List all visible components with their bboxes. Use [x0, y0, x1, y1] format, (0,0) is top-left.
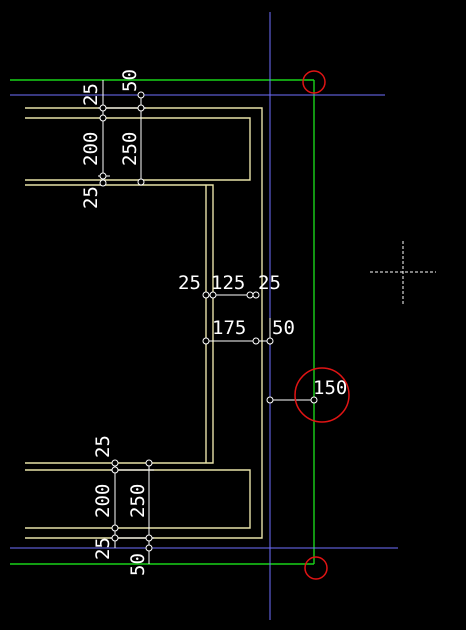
dim-node [310, 396, 318, 404]
center-column [25, 184, 214, 464]
dim-node [252, 337, 260, 345]
dim-label-top-250: 250 [119, 132, 141, 166]
dim-label-bottom-50: 50 [127, 553, 149, 576]
dim-label-mid-125: 125 [211, 272, 245, 294]
dim-node [137, 178, 145, 186]
dim-label-top-50: 50 [119, 69, 141, 92]
dim-label-top-25b: 25 [80, 186, 102, 209]
grid-lines [10, 12, 398, 620]
crosshair-cursor-icon [370, 241, 436, 305]
dim-label-right-150: 150 [313, 377, 347, 399]
circle-marker-icon[interactable] [294, 367, 350, 423]
dim-node [137, 91, 145, 99]
dim-label-top-200: 200 [80, 132, 102, 166]
dim-node [111, 466, 119, 474]
dim-node [137, 104, 145, 112]
dim-node [99, 172, 107, 180]
dim-node [246, 291, 254, 299]
circle-markers [294, 70, 350, 580]
top-dimension-group: 25 200 25 250 50 [80, 69, 146, 209]
bottom-dimension-group: 25 200 25 250 50 [92, 435, 154, 576]
dim-node [145, 534, 153, 542]
top-beam-inner [25, 117, 251, 181]
dim-node [111, 524, 119, 532]
dim-node [99, 114, 107, 122]
dim-label-top-25: 25 [80, 83, 102, 106]
dim-node [266, 396, 274, 404]
dim-label-mid-175: 175 [212, 317, 246, 339]
dim-node [252, 291, 260, 299]
dim-node [209, 291, 217, 299]
dim-node [111, 459, 119, 467]
dim-label-bottom-250: 250 [127, 484, 149, 518]
dim-label-bottom-200: 200 [92, 484, 114, 518]
dim-node [145, 544, 153, 552]
middle-dimension-group: 25 125 25 175 50 [178, 272, 295, 345]
dim-node [99, 179, 107, 187]
dim-node [202, 291, 210, 299]
dim-label-bottom-25a: 25 [92, 435, 114, 458]
dim-node [111, 534, 119, 542]
dim-node [145, 459, 153, 467]
dim-label-bottom-25b: 25 [92, 537, 114, 560]
circle-marker-icon[interactable] [304, 556, 328, 580]
dim-node [99, 104, 107, 112]
dim-label-mid-25b: 25 [258, 272, 281, 294]
dim-label-mid-50: 50 [272, 317, 295, 339]
dim-node [202, 337, 210, 345]
circle-marker-icon[interactable] [302, 70, 326, 94]
dim-label-mid-25a: 25 [178, 272, 201, 294]
right-dimension-group: 150 [266, 377, 347, 404]
dim-node [266, 337, 274, 345]
